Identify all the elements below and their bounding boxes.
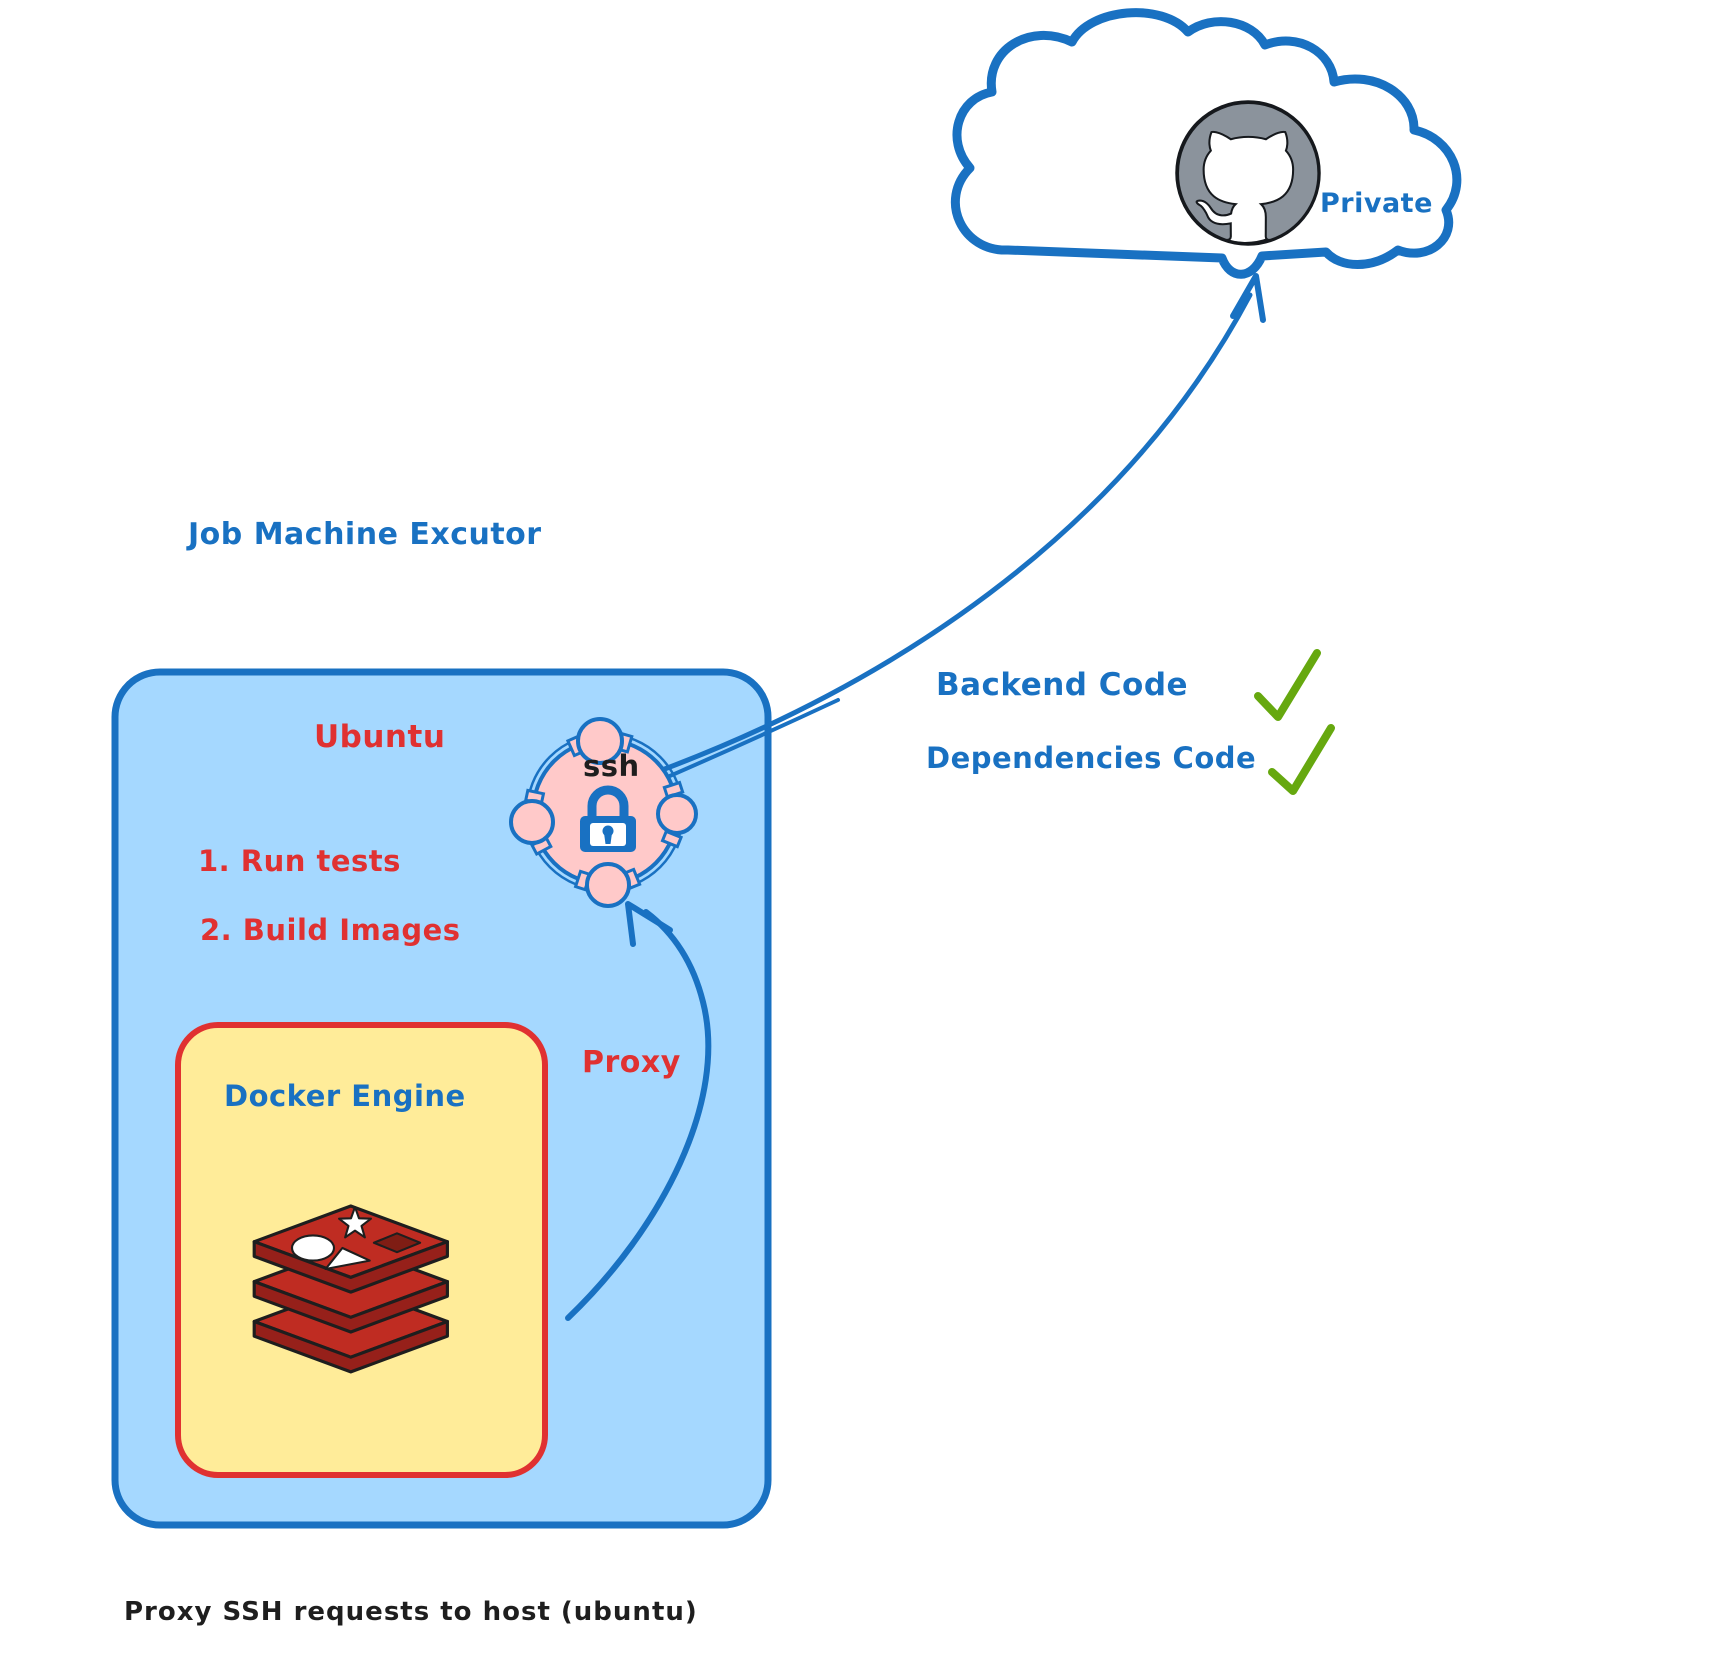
executor-heading: Job Machine Excutor bbox=[188, 517, 542, 552]
docker-engine-label: Docker Engine bbox=[224, 1079, 466, 1113]
proxy-label: Proxy bbox=[582, 1045, 681, 1080]
step-run-tests: 1. Run tests bbox=[198, 844, 401, 878]
lock-icon bbox=[580, 785, 636, 852]
step-build-images: 2. Build Images bbox=[200, 913, 461, 947]
ssh-node bbox=[509, 717, 698, 908]
repo-arrow bbox=[654, 273, 1266, 784]
arrowhead bbox=[1230, 273, 1266, 323]
ssh-label: ssh bbox=[583, 749, 640, 783]
caption: Proxy SSH requests to host (ubuntu) bbox=[124, 1597, 698, 1627]
triangle-shape bbox=[324, 1246, 371, 1271]
star-shape bbox=[337, 1206, 373, 1239]
dependencies-code-label: Dependencies Code bbox=[926, 741, 1257, 775]
redis-stack-icon bbox=[252, 1204, 449, 1374]
arrowhead bbox=[625, 901, 673, 947]
checkmark-icon-backend bbox=[1254, 649, 1321, 721]
satellite-nodes bbox=[509, 717, 698, 908]
ubuntu-label: Ubuntu bbox=[314, 719, 446, 755]
checkmark-icon-dependencies bbox=[1268, 724, 1335, 795]
circle-shape bbox=[290, 1234, 336, 1262]
backend-code-label: Backend Code bbox=[936, 667, 1189, 703]
square-hole-shape bbox=[372, 1232, 422, 1254]
github-logo-icon bbox=[1175, 100, 1321, 246]
private-label: Private bbox=[1320, 188, 1433, 219]
proxy-arrow bbox=[565, 901, 712, 1321]
